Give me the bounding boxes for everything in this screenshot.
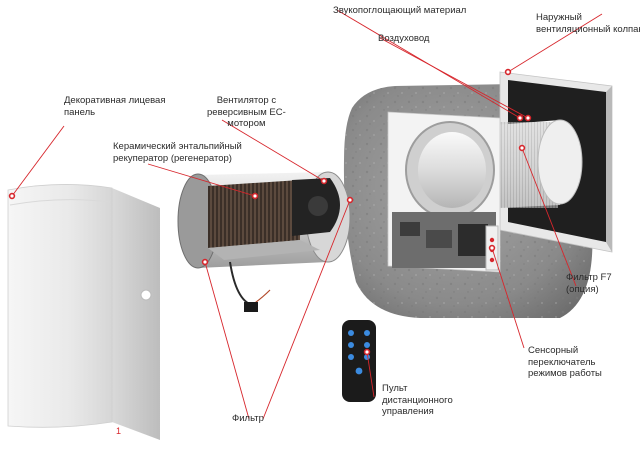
label-sound-material: Звукопоглощающий материал — [333, 5, 467, 16]
label-touch-switch: Сенсорный переключатель режимов работы — [528, 345, 602, 380]
label-line: мотором — [227, 118, 266, 129]
label-line: управления — [382, 406, 434, 417]
label-line: вентиляционный колпак — [536, 23, 640, 35]
front-panel — [7, 184, 160, 440]
label-filter: Фильтр — [232, 413, 264, 424]
panel-mark: 1 — [116, 426, 121, 436]
label-line: Фильтр F7 — [566, 272, 612, 283]
indoor-housing — [387, 111, 501, 273]
label-line: Декоративная лицевая — [64, 95, 166, 106]
leader-markers — [8, 68, 532, 356]
remote-control — [342, 320, 376, 402]
label-outer-hood: Наружный вентиляционный колпак — [536, 12, 640, 35]
label-front-panel: Декоративная лицевая панель — [64, 95, 165, 118]
label-ceramic-recuperator: Керамический энтальпийный рекуператор (р… — [113, 141, 242, 164]
leader-lines — [11, 9, 603, 420]
label-line: Керамический энтальпийный — [113, 141, 242, 152]
label-line: Вентилятор с — [216, 95, 277, 106]
label-line: Пульт — [382, 383, 408, 394]
label-remote: Пульт дистанционного управления — [382, 383, 453, 418]
label-line: Наружный — [536, 12, 582, 23]
label-line: реверсивным ЕС- — [207, 106, 286, 118]
label-line: переключатель — [528, 356, 596, 368]
label-line: рекуператор (регенератор) — [113, 152, 232, 164]
label-air-duct: Воздуховод — [378, 33, 430, 44]
label-line: дистанционного — [382, 394, 453, 406]
label-line: панель — [64, 106, 96, 118]
label-line: режимов работы — [528, 368, 602, 379]
label-fan: Вентилятор с реверсивным ЕС- мотором — [207, 95, 286, 130]
label-line: (опция) — [566, 283, 599, 295]
label-line: Сенсорный — [528, 345, 579, 356]
recuperator-cartridge — [177, 171, 351, 312]
label-filter-f7: Фильтр F7 (опция) — [566, 272, 612, 295]
